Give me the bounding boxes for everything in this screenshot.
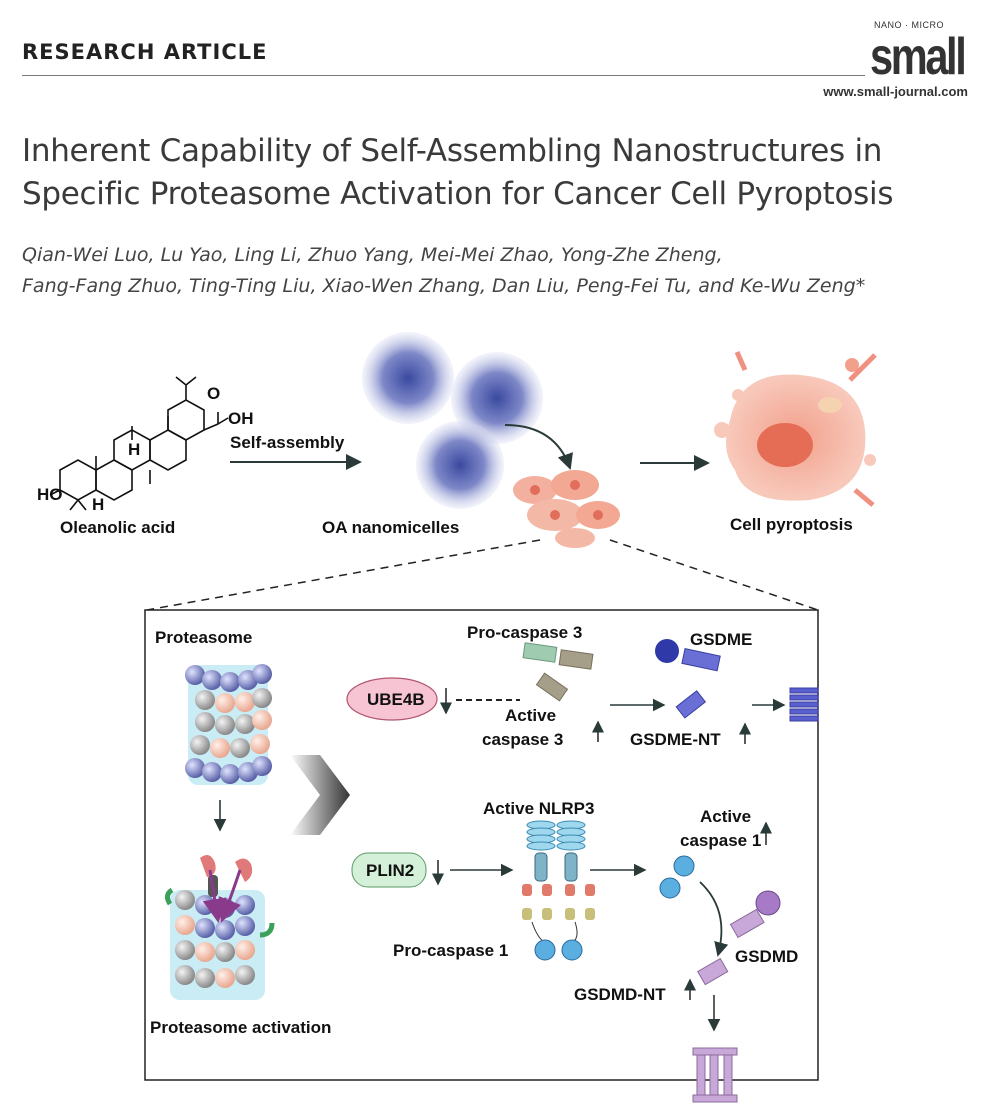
active-label: Active	[700, 807, 751, 826]
pyroptotic-cell	[714, 350, 877, 507]
author-list: Qian-Wei Luo, Lu Yao, Ling Li, Zhuo Yang…	[22, 240, 982, 302]
gsdmd-pore-icon	[692, 1047, 738, 1103]
section-label: RESEARCH ARTICLE	[22, 40, 268, 64]
authors-line: Qian-Wei Luo, Lu Yao, Ling Li, Zhuo Yang…	[22, 244, 723, 266]
nanomicelle	[451, 352, 543, 444]
journal-url[interactable]: www.small-journal.com	[823, 84, 968, 99]
ube4b-node	[346, 677, 438, 721]
curved-arrow	[504, 424, 573, 470]
cell-pyroptosis-label: Cell pyroptosis	[730, 515, 853, 534]
plin2-node	[351, 852, 427, 888]
pro-caspase3-icon	[522, 642, 558, 663]
active-caspase3-icon	[535, 672, 569, 702]
journal-logo-small: NANO · MICRO	[874, 20, 944, 30]
gsdmd-nt-icon	[697, 957, 729, 986]
nanomicelle	[362, 332, 454, 424]
nlrp3-inflammasome-icon	[522, 820, 595, 961]
nanomicelle	[416, 421, 504, 509]
oh-label: OH	[228, 409, 254, 428]
gsdmd-icon	[755, 890, 781, 916]
ho-label: HO	[37, 485, 63, 504]
caspase1-label: caspase 1	[680, 831, 761, 850]
gsdme-nt-icon	[675, 690, 707, 719]
chevron-icon	[290, 755, 350, 835]
activated-proteasome-icon	[164, 854, 275, 1000]
h-label: H	[128, 440, 140, 459]
gsdme-pore-icon	[789, 687, 819, 722]
proteasome-activation-label: Proteasome activation	[150, 1018, 331, 1037]
pro-caspase1-label: Pro-caspase 1	[393, 941, 508, 960]
active-nlrp3-label: Active NLRP3	[483, 799, 594, 818]
cancer-cells	[513, 470, 620, 548]
title-line: Specific Proteasome Activation for Cance…	[22, 176, 894, 212]
curved-arrow	[699, 881, 729, 957]
active-label: Active	[505, 706, 556, 725]
journal-logo[interactable]: NANO · MICRO small	[868, 20, 970, 86]
header-rule	[22, 75, 865, 76]
zoom-line	[609, 539, 819, 611]
active-caspase1-icon	[673, 855, 695, 877]
proteasome-label: Proteasome	[155, 628, 252, 647]
gsdmd-nt-label: GSDMD-NT	[574, 985, 666, 1004]
gsdme-label: GSDME	[690, 630, 752, 649]
self-assembly-label: Self-assembly	[230, 433, 345, 452]
oleanolic-acid-label: Oleanolic acid	[60, 518, 175, 537]
zoom-line	[146, 539, 541, 611]
gsdmd-label: GSDMD	[735, 947, 798, 966]
journal-logo-text: small	[870, 28, 967, 86]
gsdme-icon	[681, 648, 721, 672]
pro-caspase3-icon	[558, 649, 594, 670]
article-title: Inherent Capability of Self-Assembling N…	[22, 130, 972, 216]
proteasome-icon	[185, 664, 272, 785]
plin2-label: PLIN2	[366, 861, 414, 880]
nanomicelles-label: OA nanomicelles	[322, 518, 459, 537]
h-label: H	[92, 495, 104, 514]
pro-caspase3-label: Pro-caspase 3	[467, 623, 582, 642]
caspase3-label: caspase 3	[482, 730, 563, 749]
oleanolic-acid-structure	[49, 376, 229, 511]
title-line: Inherent Capability of Self-Assembling N…	[22, 133, 883, 169]
gsdme-nt-label: GSDME-NT	[630, 730, 721, 749]
ube4b-label: UBE4B	[367, 690, 425, 709]
gsdmd-icon	[729, 908, 765, 939]
o-label: O	[207, 384, 220, 403]
authors-line: Fang-Fang Zhuo, Ting-Ting Liu, Xiao-Wen …	[22, 275, 866, 297]
active-caspase1-icon	[659, 877, 681, 899]
gsdme-icon	[655, 639, 679, 663]
